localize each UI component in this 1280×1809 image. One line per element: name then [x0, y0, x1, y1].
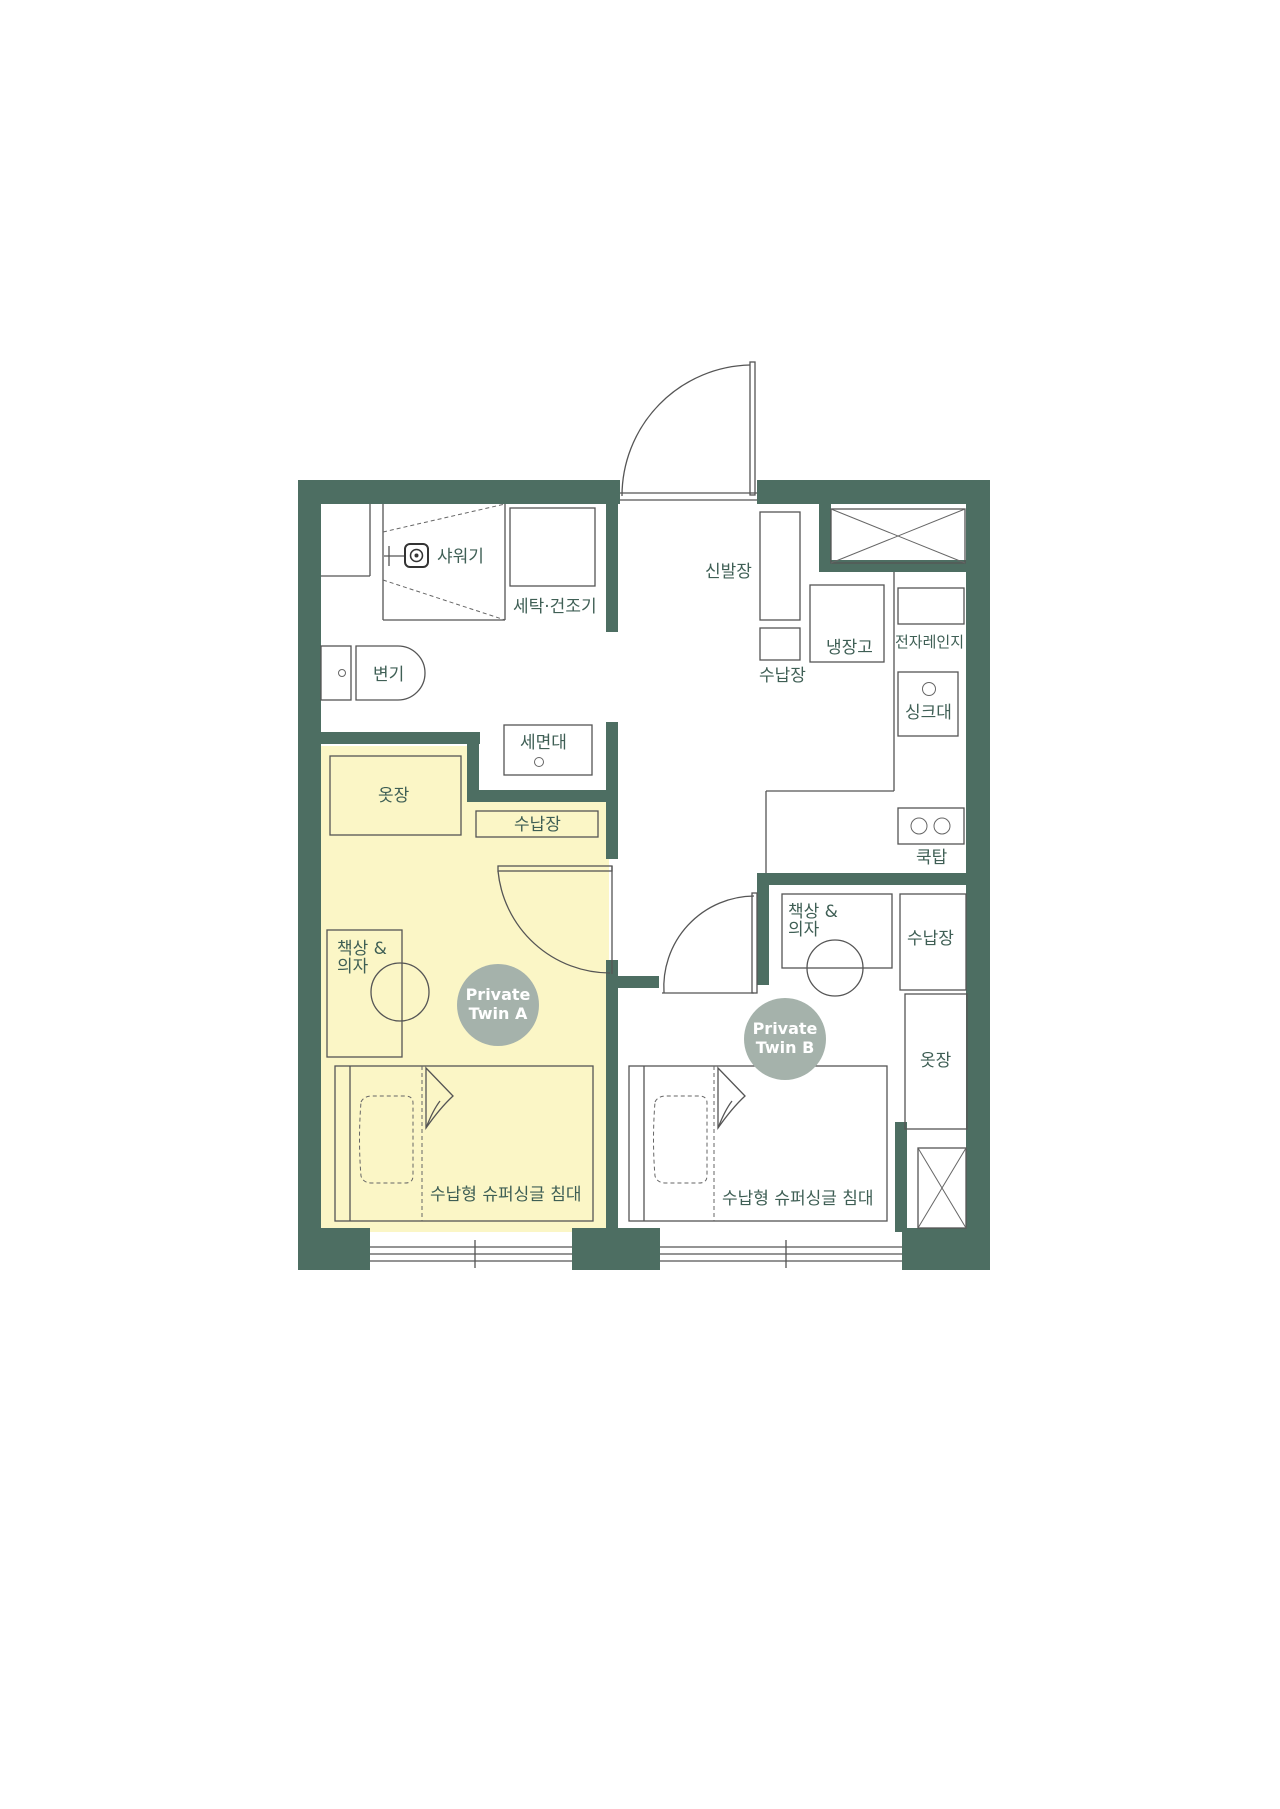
- room-b-name-line1: Private: [753, 1019, 818, 1038]
- label-shower: 샤워기: [437, 547, 484, 567]
- label-closet-a: 옷장: [378, 786, 410, 806]
- label-cooktop: 쿡탑: [916, 848, 948, 868]
- room-b-name-line2: Twin B: [756, 1038, 815, 1057]
- label-bed-b: 수납형 슈퍼싱글 침대: [722, 1189, 874, 1209]
- label-storage-entry: 수납장: [759, 666, 806, 686]
- room-a-badge: Private Twin A: [457, 964, 539, 1046]
- label-desk-a-line1: 책상 &: [337, 939, 387, 959]
- label-closet-b: 옷장: [920, 1051, 952, 1071]
- label-storage-a: 수납장: [514, 815, 561, 835]
- entrance-door[interactable]: [620, 361, 757, 501]
- label-desk-b-line1: 책상 &: [788, 902, 838, 922]
- label-washbasin: 세면대: [520, 733, 567, 753]
- kitchen-fixtures: [759, 508, 966, 873]
- bathroom-fixtures: [320, 503, 596, 776]
- label-microwave: 전자레인지: [895, 633, 964, 651]
- window-room-b: [660, 1240, 902, 1268]
- label-bed-a: 수납형 슈퍼싱글 침대: [430, 1185, 582, 1205]
- window-room-a: [370, 1240, 572, 1268]
- label-washer-dryer: 세탁·건조기: [513, 597, 597, 617]
- room-a-name-line2: Twin A: [469, 1004, 528, 1023]
- exterior-walls: [298, 480, 990, 1270]
- room-a-furniture: [326, 755, 599, 1222]
- room-b-door[interactable]: [662, 892, 758, 994]
- interior-walls: [321, 504, 966, 1232]
- label-desk-b-line2: 의자: [788, 920, 820, 940]
- label-desk-a-line2: 의자: [337, 957, 369, 977]
- label-storage-b: 수납장: [907, 929, 954, 949]
- label-toilet: 변기: [373, 665, 404, 685]
- label-shoe-cabinet: 신발장: [705, 562, 752, 582]
- shower-icon: [384, 543, 429, 568]
- label-sink: 싱크대: [905, 703, 952, 723]
- label-refrigerator: 냉장고: [826, 638, 873, 658]
- room-a-name-line1: Private: [466, 985, 531, 1004]
- room-b-badge: Private Twin B: [744, 998, 826, 1080]
- room-a-door[interactable]: [497, 865, 613, 974]
